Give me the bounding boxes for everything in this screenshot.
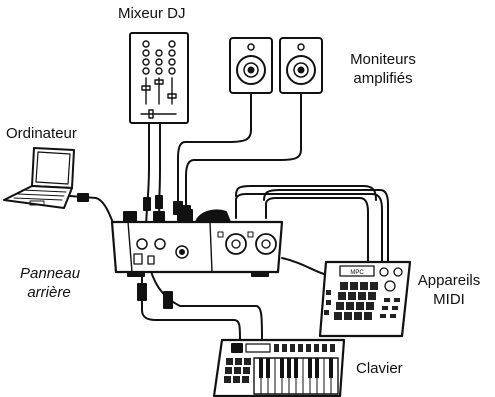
label-keyboard: Clavier	[356, 360, 403, 377]
label-midi-devices: Appareils MIDI	[414, 271, 484, 309]
mpc-screen-text: MPC	[350, 270, 364, 276]
label-midi-line2: MIDI	[433, 291, 465, 308]
mpc-device: MPC	[318, 260, 412, 338]
label-midi-line1: Appareils	[417, 272, 481, 289]
monitor-left	[229, 37, 273, 94]
label-powered-monitors: Moniteurs amplifiés	[333, 50, 433, 88]
label-panel-line2: arrière	[27, 284, 71, 301]
label-monitors-line2: amplifiés	[353, 70, 413, 87]
monitor-right	[279, 37, 323, 94]
audio-interface	[110, 209, 284, 277]
label-monitors-line1: Moniteurs	[350, 51, 416, 68]
midi-keyboard	[212, 338, 346, 397]
label-panel-line1: Panneau	[20, 265, 81, 282]
label-rear-panel: Panneau arrière	[20, 264, 81, 302]
label-dj-mixer: Mixeur DJ	[118, 5, 186, 22]
laptop	[3, 147, 75, 209]
dj-mixer	[129, 32, 189, 124]
label-computer: Ordinateur	[6, 125, 77, 142]
